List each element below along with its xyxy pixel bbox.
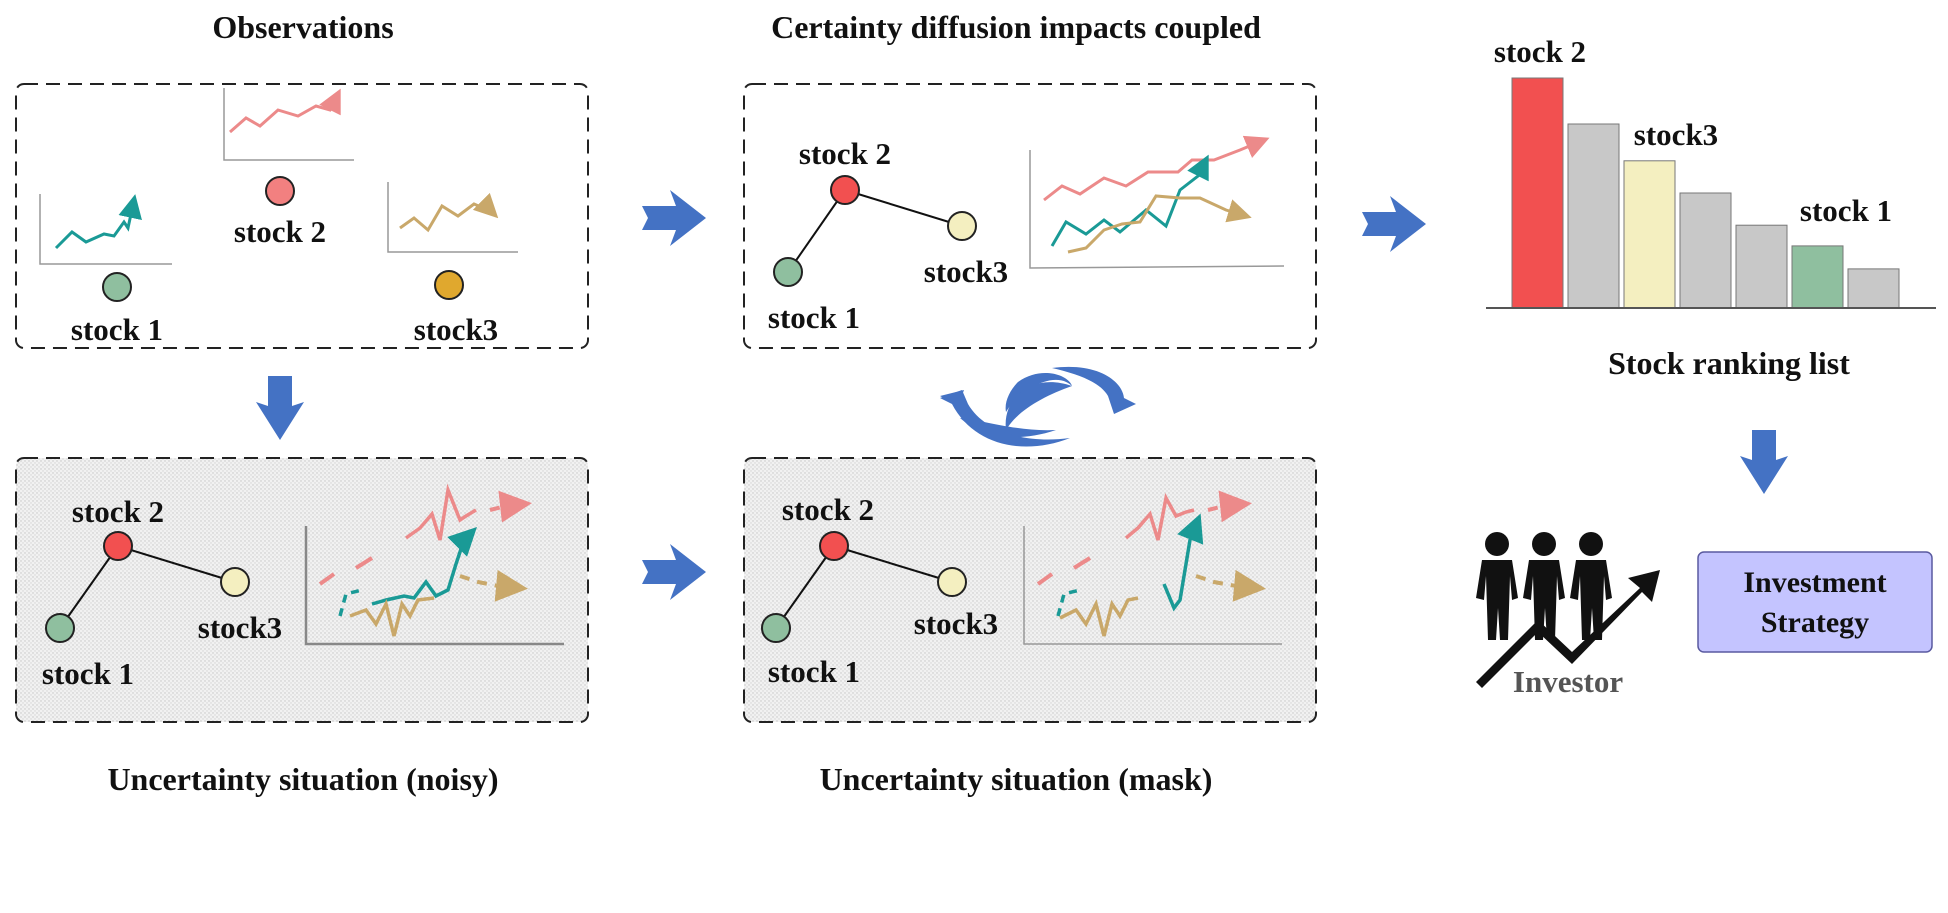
strategy-line2: Strategy <box>1761 606 1869 639</box>
observations-panel: Observations stock 1 stock 2 stock3 <box>15 9 589 349</box>
arrow-right-icon <box>642 544 706 600</box>
stock2-node <box>103 531 133 561</box>
ranking-label-stock1: stock 1 <box>1800 193 1892 228</box>
stock2-label: stock 2 <box>72 494 164 529</box>
edge-stock1-stock2 <box>775 545 835 629</box>
stock1-label: stock 1 <box>71 312 163 347</box>
flow-arrows <box>256 190 1788 600</box>
stock2-node <box>265 176 295 206</box>
strategy-line1: Investment <box>1743 566 1886 599</box>
observations-title: Observations <box>212 9 393 45</box>
edge-stock1-stock2 <box>787 189 846 273</box>
investment-strategy-box: Investment Strategy <box>1697 551 1933 653</box>
stock2-label: stock 2 <box>234 214 326 249</box>
ranking-bar <box>1791 245 1844 309</box>
stock1-node <box>761 613 791 643</box>
ranking-label-stock2: stock 2 <box>1494 34 1586 69</box>
mask-chart <box>1023 490 1282 645</box>
stock3-label: stock3 <box>198 610 282 645</box>
stock3-node <box>937 567 967 597</box>
stock3-label: stock3 <box>924 254 1008 289</box>
stock3-observed-chart <box>387 182 518 253</box>
ranking-bar <box>1847 268 1900 309</box>
certainty-panel: Certainty diffusion impacts coupled stoc… <box>743 9 1317 349</box>
ranking-bar <box>1623 160 1676 309</box>
arrow-right-icon <box>1362 196 1426 252</box>
arrow-down-icon <box>1740 430 1788 494</box>
edge-stock2-stock3 <box>844 189 963 227</box>
stock1-observed-chart <box>39 194 172 265</box>
mask-frame <box>743 457 1317 723</box>
noisy-chart <box>304 483 564 646</box>
noisy-panel: stock 1 stock 2 stock3 Uncertainty situa… <box>15 457 589 797</box>
ranking-bar <box>1679 192 1732 309</box>
ranking-bar <box>1567 123 1620 309</box>
stock3-label: stock3 <box>914 606 998 641</box>
edge-stock2-stock3 <box>117 545 236 583</box>
certainty-title: Certainty diffusion impacts coupled <box>771 9 1261 45</box>
noisy-title: Uncertainty situation (noisy) <box>107 761 498 797</box>
stock1-label: stock 1 <box>768 300 860 335</box>
stock1-node <box>45 613 75 643</box>
mask-panel: stock 1 stock 2 stock3 Uncertainty situa… <box>743 457 1317 797</box>
noisy-frame <box>15 457 589 723</box>
stock2-node <box>819 531 849 561</box>
mask-title: Uncertainty situation (mask) <box>820 761 1213 797</box>
stock1-node <box>773 257 803 287</box>
stock1-label: stock 1 <box>42 656 134 691</box>
arrow-down-icon <box>256 376 304 440</box>
ranking-title: Stock ranking list <box>1608 345 1850 381</box>
stock3-node <box>947 211 977 241</box>
stock2-node <box>830 175 860 205</box>
stock2-label: stock 2 <box>782 492 874 527</box>
arrow-right-icon <box>642 190 706 246</box>
investor-label: Investor <box>1513 664 1623 699</box>
ranking-bar <box>1511 77 1564 309</box>
stock3-label: stock3 <box>414 312 498 347</box>
stock3-node <box>220 567 250 597</box>
ranking-bar <box>1735 224 1788 309</box>
stock1-label: stock 1 <box>768 654 860 689</box>
stock1-node <box>102 272 132 302</box>
coupled-chart <box>1029 135 1285 269</box>
edge-stock1-stock2 <box>59 545 119 629</box>
stock3-node <box>434 270 464 300</box>
growth-arrow-icon <box>1476 570 1660 688</box>
stock2-observed-chart <box>223 88 354 161</box>
cycle-arrows-icon <box>940 366 1136 447</box>
ranking-chart: stock 2 stock3 stock 1 Stock ranking lis… <box>1486 34 1936 381</box>
investor-people-icon <box>1476 532 1612 640</box>
investor-group: Investor <box>1476 532 1660 699</box>
stock2-label: stock 2 <box>799 136 891 171</box>
edge-stock2-stock3 <box>833 545 953 583</box>
ranking-label-stock3: stock3 <box>1634 117 1718 152</box>
